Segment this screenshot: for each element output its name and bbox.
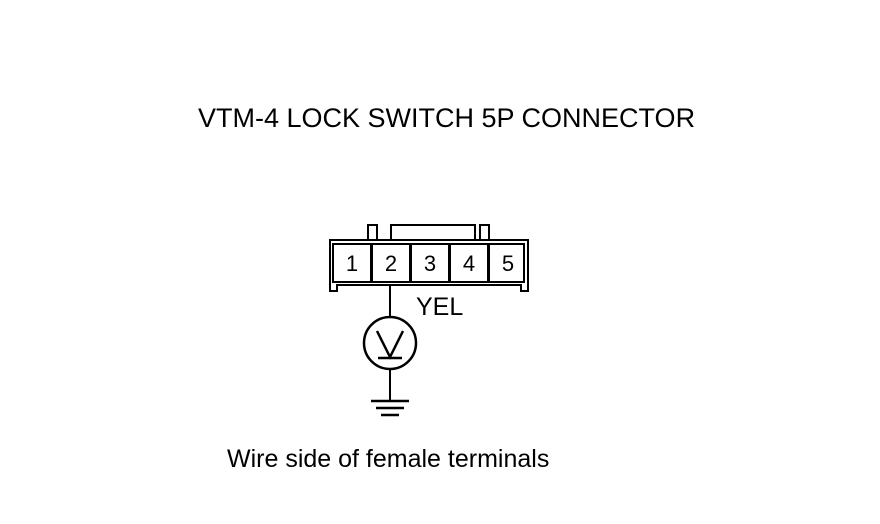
pin-label-2: 2: [385, 251, 397, 276]
connector-housing: [329, 224, 529, 292]
connector-pins: 1 2 3 4 5: [332, 243, 525, 283]
pin-cell-3: 3: [410, 243, 450, 283]
diagram-caption: Wire side of female terminals: [227, 445, 549, 473]
pin-label-4: 4: [463, 251, 475, 276]
wire-color-label: YEL: [416, 293, 463, 321]
pin-cell-4: 4: [449, 243, 489, 283]
pin-cell-1: 1: [332, 243, 372, 283]
pin-label-1: 1: [346, 251, 358, 276]
pin-cell-5: 5: [488, 243, 525, 283]
ground-icon: [371, 399, 409, 417]
diagram-title: VTM-4 LOCK SWITCH 5P CONNECTOR: [198, 103, 695, 133]
pin-label-5: 5: [502, 251, 514, 276]
pin-label-3: 3: [424, 251, 436, 276]
voltmeter-icon: [362, 315, 418, 371]
pin-cell-2: 2: [371, 243, 411, 283]
